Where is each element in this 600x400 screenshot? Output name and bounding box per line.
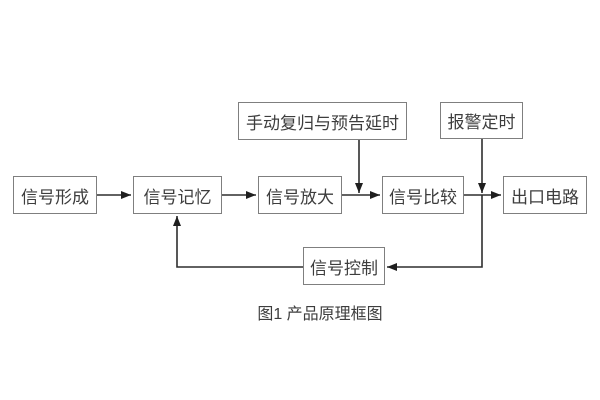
node-signal-memory: 信号记忆 bbox=[133, 176, 222, 214]
node-signal-amplification: 信号放大 bbox=[258, 176, 342, 214]
node-manual-reset-delay: 手动复归与预告延时 bbox=[238, 102, 407, 140]
node-alarm-timing: 报警定时 bbox=[440, 102, 523, 139]
node-outlet-circuit: 出口电路 bbox=[503, 176, 587, 214]
node-signal-control: 信号控制 bbox=[303, 247, 385, 285]
arrow-junction-to-control bbox=[387, 195, 483, 271]
node-signal-comparison: 信号比较 bbox=[382, 176, 464, 214]
arrow-control-to-memory bbox=[173, 216, 303, 268]
node-signal-formation: 信号形成 bbox=[13, 176, 97, 214]
figure-caption: 图1 产品原理框图 bbox=[257, 306, 383, 323]
